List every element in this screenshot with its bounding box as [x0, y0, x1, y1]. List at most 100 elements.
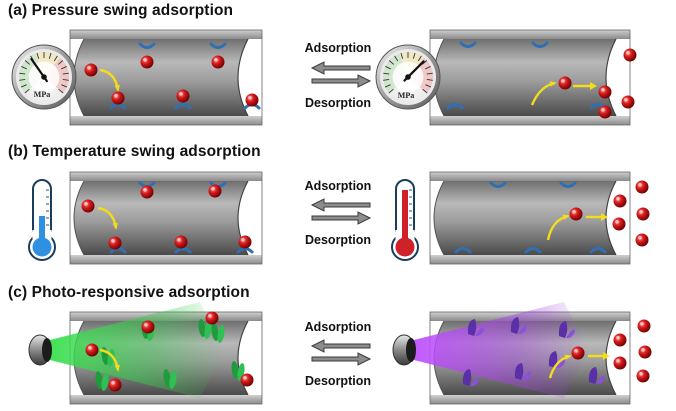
switch-molecule-cis	[514, 363, 531, 381]
gauge-unit-low: MPa	[33, 90, 51, 99]
yellow-transfer-arrow	[99, 348, 120, 372]
pipe-bottom-wall	[430, 255, 630, 264]
gauge-tick	[21, 66, 27, 70]
adsorption-site	[459, 41, 477, 48]
gauge-tick	[388, 60, 395, 65]
molecule-sphere	[84, 63, 98, 77]
molecule-highlight	[561, 78, 565, 83]
gauge-tick	[383, 79, 390, 81]
molecule-sphere	[635, 233, 649, 247]
switch-lobe	[231, 361, 239, 379]
gauge-tick	[394, 55, 399, 62]
gas-molecule	[108, 236, 122, 250]
adsorption-site	[589, 247, 607, 254]
molecule-sphere	[569, 207, 583, 221]
molecule-sphere	[245, 93, 259, 107]
yellow-transfer-arrow	[530, 81, 557, 106]
switch-molecule-cis	[467, 319, 484, 337]
pipe-top-wall	[430, 172, 630, 181]
switch-lobe	[163, 369, 171, 387]
gauge-tick	[426, 79, 433, 81]
gas-molecule	[635, 233, 649, 247]
gas-molecule	[613, 194, 627, 208]
molecule-highlight	[641, 347, 645, 352]
molecule-highlight	[572, 209, 576, 214]
molecule-sphere	[621, 95, 635, 109]
molecule-highlight	[111, 380, 115, 385]
molecule-sphere	[238, 235, 252, 249]
gauge-tick	[19, 72, 26, 75]
gas-molecule	[636, 369, 650, 383]
switch-lobe	[217, 325, 225, 343]
molecule-highlight	[208, 313, 212, 318]
reverse-arrow	[310, 339, 371, 353]
gas-molecule	[638, 345, 652, 359]
molecule-highlight	[177, 237, 181, 242]
molecule-sphere	[140, 185, 154, 199]
gas-molecule	[558, 76, 572, 90]
pipe-body	[74, 181, 248, 255]
pipe-bottom-wall	[70, 395, 262, 404]
molecule-sphere	[613, 333, 627, 347]
panel-a-desorption-label: Desorption	[305, 96, 371, 110]
pipe-bottom-wall	[430, 395, 630, 404]
molecule-sphere	[111, 91, 125, 105]
molecule-highlight	[639, 209, 643, 214]
panel-a-adsorption-label: Adsorption	[304, 41, 372, 55]
gauge-tick	[426, 72, 433, 75]
switch-molecule-trans	[163, 369, 177, 389]
yellow-arrow-head	[549, 81, 557, 87]
switch-lobe	[518, 325, 527, 335]
switch-lobe	[514, 363, 524, 380]
gauge-tick	[412, 52, 416, 59]
arrows-layer	[97, 61, 610, 379]
gas-molecule	[108, 378, 122, 392]
adsorption-site	[174, 247, 192, 254]
panel-c-equilibrium-arrows	[310, 339, 372, 366]
gas-molecule	[111, 91, 125, 105]
adsorption-site	[209, 42, 227, 49]
molecule-sphere	[613, 356, 627, 370]
gas-molecule	[635, 180, 649, 194]
thermometer-column	[39, 216, 45, 242]
yellow-arrow-head	[112, 222, 118, 230]
gauge-tick	[417, 55, 422, 62]
gauge-tick	[61, 84, 68, 88]
molecule-sphere	[208, 184, 222, 198]
molecule-highlight	[624, 97, 628, 102]
molecule-sphere	[571, 346, 585, 360]
gauge-hub	[41, 74, 47, 80]
panel-c-adsorption-label: Adsorption	[304, 320, 372, 334]
gas-molecule	[141, 320, 155, 334]
molecules-layer	[81, 48, 652, 392]
thermometer-cold	[28, 179, 56, 261]
molecule-sphere	[81, 199, 95, 213]
gas-molecule	[208, 184, 222, 198]
switch-molecule-trans	[95, 371, 109, 391]
devices-layer	[11, 44, 441, 366]
molecule-sphere	[85, 343, 99, 357]
lamp-lens	[406, 338, 416, 362]
gauge-hub	[405, 74, 411, 80]
molecule-highlight	[243, 375, 247, 380]
gas-molecule	[245, 93, 259, 107]
adsorption-site	[531, 41, 549, 48]
gauge-tick	[57, 60, 64, 65]
pipe-bottom-wall	[70, 255, 262, 264]
adsorption-site	[138, 42, 156, 49]
thermometer-bulb	[395, 237, 415, 257]
molecule-highlight	[574, 348, 578, 353]
molecule-sphere	[108, 236, 122, 250]
gas-molecule	[598, 105, 612, 119]
yellow-arrow-head	[114, 364, 120, 372]
switch-lobe	[470, 377, 479, 387]
gauge-tick	[425, 66, 431, 70]
switch-molecule-cis	[588, 367, 605, 385]
molecule-highlight	[248, 95, 252, 100]
gauge-unit-high: MPa	[397, 91, 415, 100]
reverse-arrow	[310, 61, 371, 75]
switch-molecule-cis	[558, 321, 575, 339]
yellow-arrow-head	[601, 213, 608, 221]
gauge-tick	[422, 88, 428, 94]
switch-lobe	[211, 323, 219, 341]
